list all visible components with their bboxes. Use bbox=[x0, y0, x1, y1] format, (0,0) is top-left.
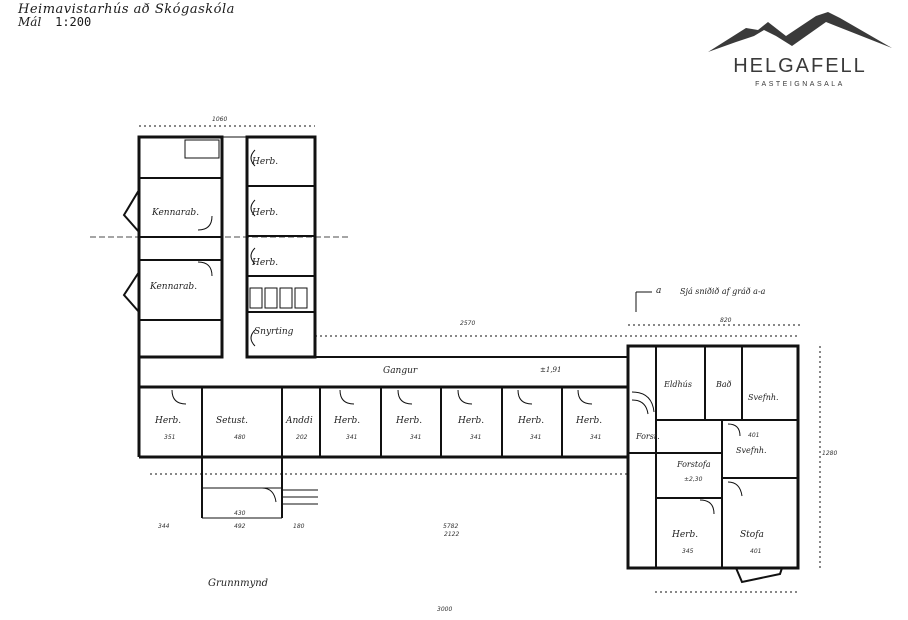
room-label-forstofa: Forstofa bbox=[677, 460, 711, 469]
dim-bottom-total: 5782 bbox=[443, 523, 459, 530]
room-area-svefnh-2: 401 bbox=[748, 432, 760, 439]
room-label-herb-w1: Herb. bbox=[252, 157, 279, 167]
section-note: Sjá sniðið af gráð a-a bbox=[680, 287, 766, 296]
room-label-forst: Forst. bbox=[636, 432, 660, 441]
room-label-herb-1: Herb. bbox=[155, 416, 182, 426]
room-label-herb-3: Herb. bbox=[396, 416, 423, 426]
dim-entrance-width: 430 bbox=[234, 510, 246, 517]
room-label-herb-5: Herb. bbox=[518, 416, 545, 426]
corridor-level: ±1,91 bbox=[540, 366, 562, 374]
room-label-setust: Setust. bbox=[216, 416, 249, 426]
dim-top-total: 1060 bbox=[212, 116, 228, 123]
scale-label: Mál bbox=[18, 15, 42, 29]
mountain-icon bbox=[708, 12, 892, 52]
room-label-herb-6: Herb. bbox=[576, 416, 603, 426]
dim-bottom-seg-3: 180 bbox=[293, 523, 305, 530]
room-label-herb-4: Herb. bbox=[458, 416, 485, 426]
room-label-kennarab-1: Kennarab. bbox=[152, 208, 200, 218]
room-area-stofa: 401 bbox=[750, 548, 762, 555]
room-label-herb-w3: Herb. bbox=[252, 258, 279, 268]
room-label-bad: Bað bbox=[716, 380, 732, 389]
room-area-herb-3: 341 bbox=[410, 434, 422, 441]
room-area-herb-2: 341 bbox=[346, 434, 358, 441]
dim-corridor-total: 2570 bbox=[460, 320, 476, 327]
dim-east-total: 820 bbox=[720, 317, 732, 324]
room-label-svefnh-2: Svefnh. bbox=[736, 446, 767, 455]
plan-caption: Grunnmynd bbox=[208, 578, 269, 589]
room-label-anddi: Anddi bbox=[286, 416, 313, 426]
room-label-gangur: Gangur bbox=[383, 366, 418, 376]
dim-bottom-seg-2: 492 bbox=[234, 523, 246, 530]
room-label-herb-2: Herb. bbox=[334, 416, 361, 426]
scale-block: Mál 1:200 bbox=[18, 15, 91, 29]
room-area-herb-east: 345 bbox=[682, 548, 694, 555]
dim-bottom-seg-1: 344 bbox=[158, 523, 170, 530]
helgafell-logo: HELGAFELL FASTEIGNASALA bbox=[706, 10, 894, 95]
room-label-eldhus: Eldhús bbox=[664, 380, 692, 389]
plan-title: Heimavistarhús að Skógaskóla bbox=[18, 2, 235, 17]
room-label-svefnh-1: Svefnh. bbox=[748, 393, 779, 402]
room-label-stofa: Stofa bbox=[740, 530, 764, 540]
room-area-setust: 480 bbox=[234, 434, 246, 441]
room-label-herb-w2: Herb. bbox=[252, 208, 279, 218]
room-label-herb-east: Herb. bbox=[672, 530, 699, 540]
room-label-snyrting: Snyrting bbox=[254, 327, 294, 337]
dim-bottom-sub: 2122 bbox=[444, 531, 460, 538]
dim-east-height: 1280 bbox=[822, 450, 838, 457]
section-marker: a bbox=[656, 286, 662, 296]
room-area-herb-4: 341 bbox=[470, 434, 482, 441]
room-area-herb-6: 341 bbox=[590, 434, 602, 441]
room-area-anddi: 202 bbox=[296, 434, 308, 441]
brand-subtitle: FASTEIGNASALA bbox=[755, 81, 845, 88]
room-area-herb-5: 341 bbox=[530, 434, 542, 441]
room-area-herb-1: 351 bbox=[164, 434, 176, 441]
forstofa-level: ±2,30 bbox=[684, 476, 703, 483]
brand-name: HELGAFELL bbox=[733, 55, 867, 77]
room-label-kennarab-2: Kennarab. bbox=[150, 282, 198, 292]
page-number: 3000 bbox=[437, 606, 453, 613]
scale-value: 1:200 bbox=[55, 15, 92, 29]
